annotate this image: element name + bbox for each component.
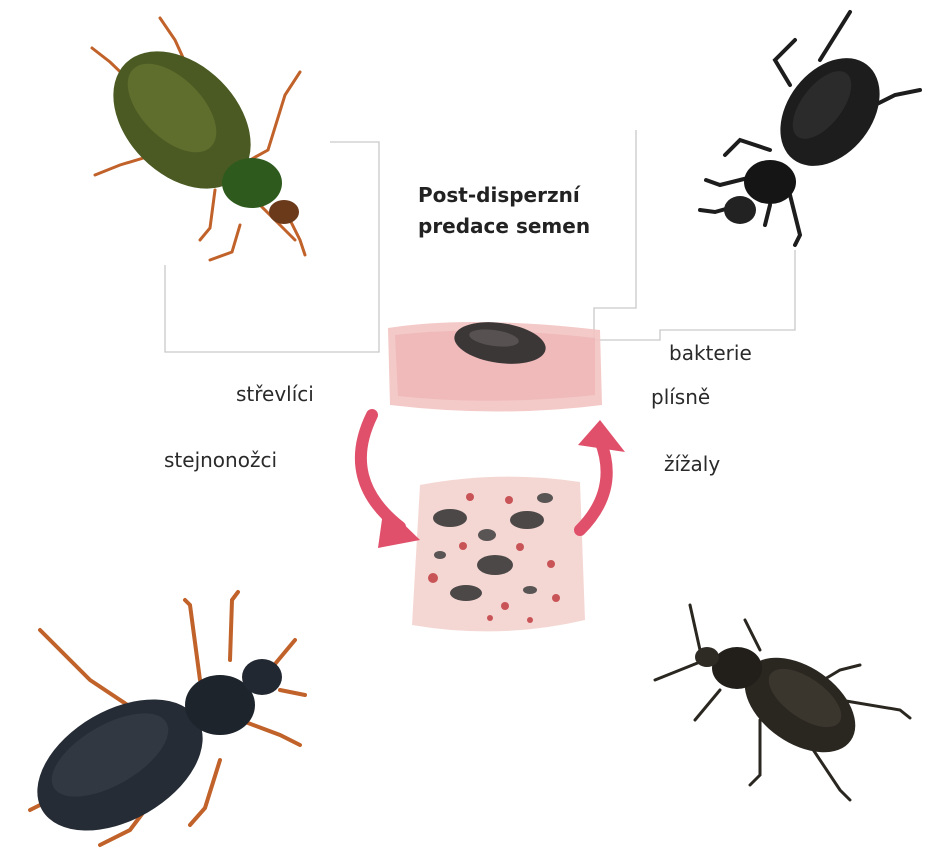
label-strevlici: střevlíci — [236, 382, 314, 406]
title-line-2: predace semen — [418, 211, 608, 242]
soil-icon — [412, 477, 585, 632]
beetle-blue-black-icon — [15, 592, 305, 855]
label-bakterie: bakterie — [669, 341, 752, 365]
label-stejnonozci: stejnonožci — [164, 448, 277, 472]
label-plisne: plísně — [651, 385, 710, 409]
diagram-title: Post-disperzní predace semen — [418, 180, 608, 242]
beetle-dark-icon — [655, 605, 910, 800]
title-line-1: Post-disperzní — [418, 180, 608, 211]
beetle-green-icon — [87, 18, 305, 260]
beetle-black-icon — [700, 12, 920, 245]
label-zizaly: žížaly — [664, 452, 720, 476]
